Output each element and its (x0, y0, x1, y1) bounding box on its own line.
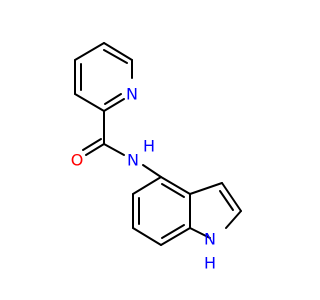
bond (160, 176, 191, 195)
pyridine-nitrogen-label: N (126, 85, 138, 104)
amide-hydrogen-label: H (143, 137, 155, 156)
bond (132, 227, 162, 246)
bond (85, 143, 105, 156)
indole-benzene-ring (132, 176, 191, 246)
bond (219, 190, 234, 211)
amide-group (82, 110, 162, 178)
bond (160, 227, 191, 246)
carbonyl-oxygen-label: O (71, 151, 84, 170)
bond (103, 98, 125, 112)
bond (104, 93, 122, 105)
bond (221, 182, 242, 212)
bond (225, 210, 242, 229)
bond (161, 183, 185, 198)
bond (132, 176, 162, 195)
bond (161, 224, 185, 239)
indole-pyrrole-ring (189, 182, 242, 239)
bond (74, 42, 105, 61)
amide-nitrogen-label: N (127, 151, 139, 170)
indole-nitrogen-label: N (204, 230, 216, 249)
pyridine-ring (74, 42, 133, 112)
bond (82, 138, 102, 151)
bond (142, 164, 162, 178)
bond (103, 49, 128, 64)
bond (103, 143, 125, 156)
bond (189, 227, 211, 239)
bond (74, 93, 105, 112)
bond (189, 182, 223, 195)
molecule-structure: N O N H N H (71, 42, 242, 273)
bond (103, 42, 133, 61)
indole-hydrogen-label: H (204, 254, 216, 273)
